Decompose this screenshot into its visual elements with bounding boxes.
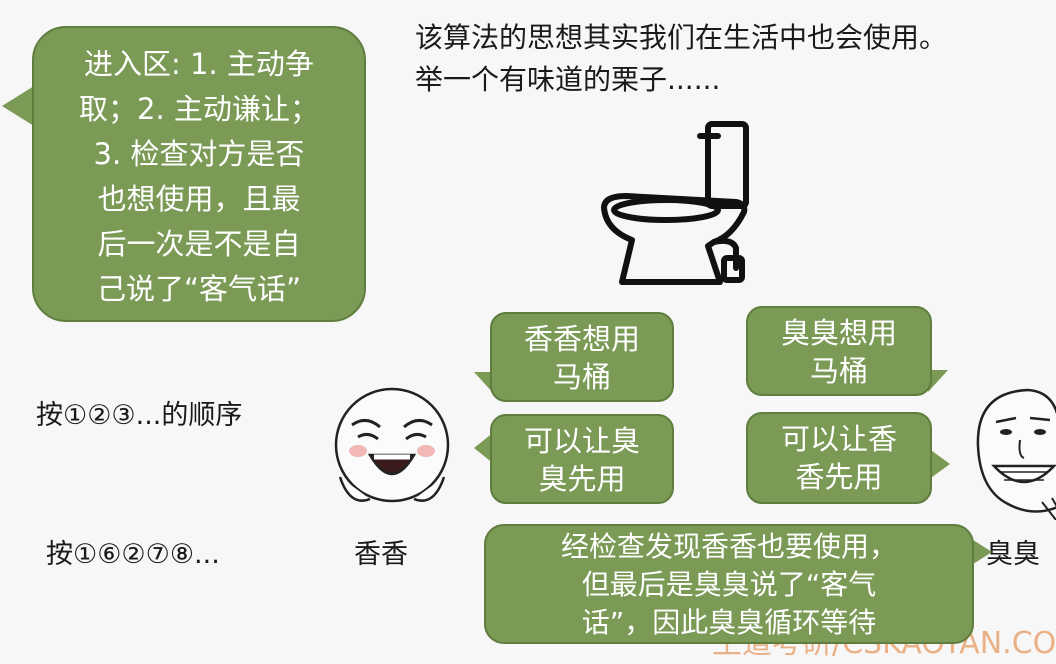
- xiangxiang-yield-text: 可以让臭 臭先用: [523, 424, 640, 496]
- intro-line-1: 该算法的思想其实我们在生活中也会使用。: [415, 21, 948, 54]
- check-result-text: 经检查发现香香也要使用， 但最后是臭臭说了“客气 话”，因此臭臭循环等待: [560, 530, 897, 639]
- chouchou-yield-text: 可以让香 香先用: [780, 422, 897, 494]
- check-result-bubble: 经检查发现香香也要使用， 但最后是臭臭说了“客气 话”，因此臭臭循环等待: [484, 524, 974, 644]
- xiangxiang-yield-bubble: 可以让臭 臭先用: [490, 414, 674, 504]
- intro-line-2: 举一个有味道的栗子......: [415, 63, 721, 96]
- toilet-icon: [601, 121, 749, 285]
- rules-bubble-tail: [2, 86, 34, 126]
- chouchou-face-icon: [976, 388, 1056, 520]
- chouchou-name: 臭臭: [986, 539, 1040, 570]
- xiangxiang-want-tail: [474, 372, 494, 394]
- xiangxiang-want-bubble: 香香想用 马桶: [490, 312, 674, 402]
- rules-bubble-text: 进入区: 1. 主动争 取；2. 主动谦让； 3. 检查对方是否 也想使用，且最…: [79, 47, 319, 306]
- xiangxiang-face-icon: [334, 387, 450, 503]
- check-result-tail: [970, 538, 992, 566]
- order-label-second: 按①⑥②⑦⑧...: [46, 539, 220, 570]
- chouchou-yield-bubble: 可以让香 香先用: [746, 412, 932, 504]
- rules-bubble: 进入区: 1. 主动争 取；2. 主动谦让； 3. 检查对方是否 也想使用，且最…: [32, 26, 366, 322]
- chouchou-want-text: 臭臭想用 马桶: [780, 316, 897, 388]
- chouchou-yield-tail: [928, 448, 950, 480]
- chouchou-want-tail: [928, 370, 948, 392]
- order-label-first: 按①②③...的顺序: [36, 400, 243, 431]
- chouchou-want-bubble: 臭臭想用 马桶: [746, 306, 932, 396]
- xiangxiang-name: 香香: [354, 539, 408, 570]
- xiangxiang-yield-tail: [474, 432, 494, 464]
- xiangxiang-want-text: 香香想用 马桶: [523, 322, 640, 394]
